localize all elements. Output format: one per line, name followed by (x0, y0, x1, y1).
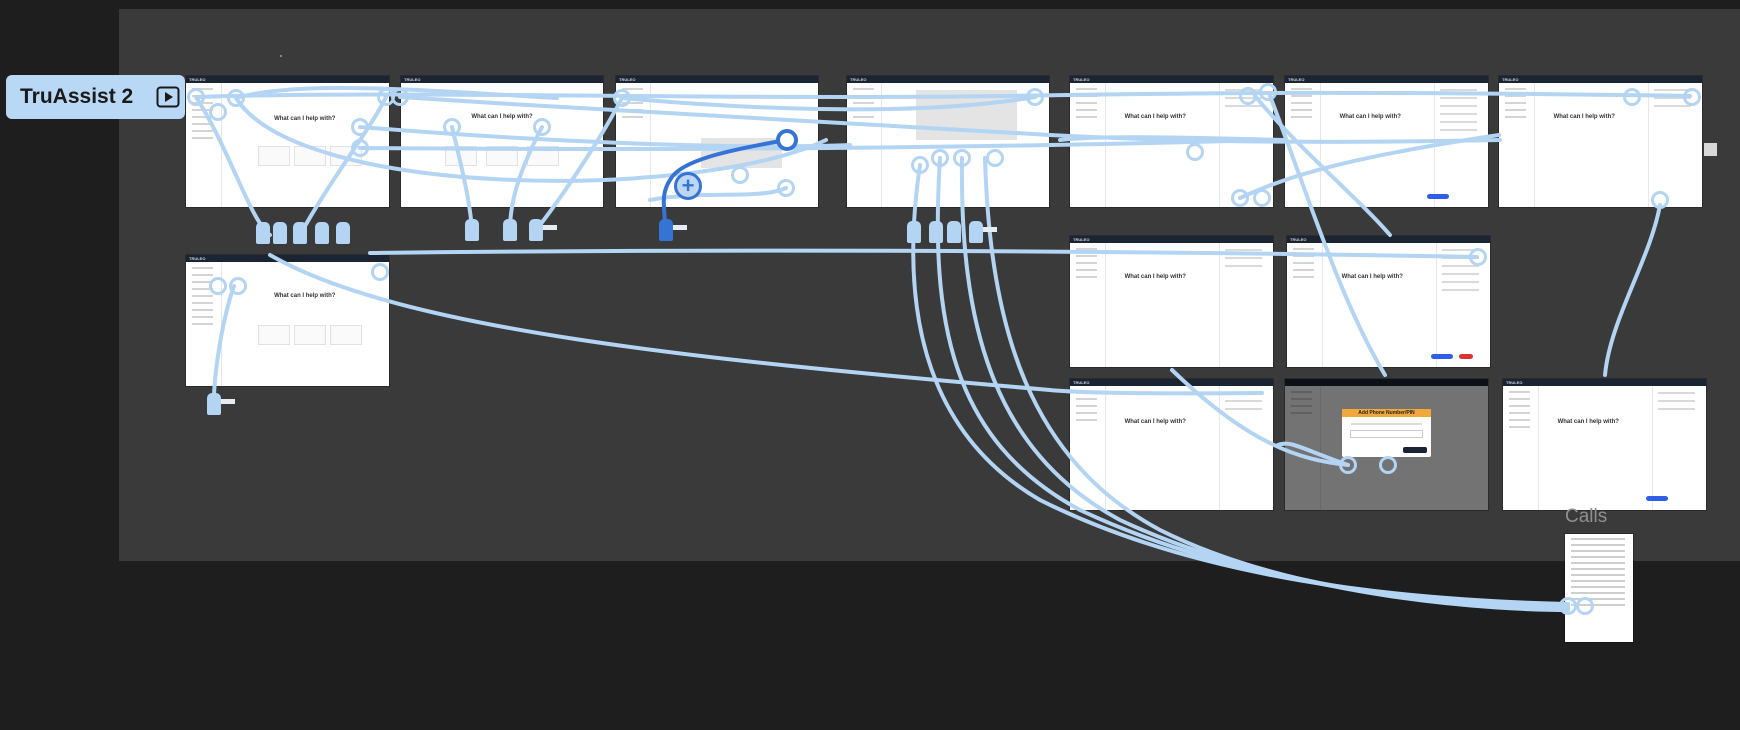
frame-phone-modal[interactable]: Add Phone Number/PIN (1285, 379, 1488, 510)
cursor-dot (280, 55, 282, 57)
frame-heading: What can I help with? (1124, 419, 1186, 425)
connector-node[interactable] (731, 166, 749, 184)
connector-node[interactable] (227, 89, 245, 107)
connector-node[interactable] (1559, 597, 1577, 615)
frame-chat-response[interactable]: TRULEO (847, 76, 1049, 207)
flow-start-pin[interactable] (273, 222, 287, 244)
canvas-marker (1704, 143, 1717, 156)
connector-node[interactable] (1339, 456, 1357, 474)
connector-node[interactable] (953, 149, 971, 167)
connector-node[interactable] (986, 149, 1004, 167)
frame-panel-6[interactable]: TRULEO What can I help with? (1070, 379, 1273, 510)
connector-node[interactable] (1253, 189, 1271, 207)
frame-logo: TRULEO (1290, 237, 1307, 242)
frame-heading: What can I help with? (1557, 419, 1619, 425)
frame-logo: TRULEO (850, 77, 867, 82)
play-icon[interactable] (156, 86, 180, 108)
connector-node[interactable] (1186, 143, 1204, 161)
connector-node[interactable] (351, 139, 369, 157)
connector-node[interactable] (613, 89, 631, 107)
flow-start-pin[interactable] (969, 221, 997, 243)
connector-node[interactable] (1683, 88, 1701, 106)
connector-node[interactable] (391, 88, 409, 106)
connector-node[interactable] (229, 277, 247, 295)
frame-panel-4[interactable]: TRULEO What can I help with? (1070, 236, 1273, 367)
flow-start-tag[interactable]: TruAssist 2 (6, 75, 185, 119)
connector-node[interactable] (911, 156, 929, 174)
connector-node[interactable] (1469, 248, 1487, 266)
connector-node[interactable] (351, 118, 369, 136)
flow-start-pin[interactable] (207, 393, 235, 415)
connector-node[interactable] (533, 118, 551, 136)
flow-title: TruAssist 2 (20, 85, 134, 108)
frame-logo: TRULEO (404, 77, 421, 82)
connector-node[interactable] (1231, 189, 1249, 207)
connector-node[interactable] (1239, 87, 1257, 105)
connector-node[interactable] (1623, 88, 1641, 106)
frame-logo: TRULEO (1506, 380, 1523, 385)
flow-start-pin[interactable] (315, 222, 329, 244)
frame-calls[interactable] (1565, 534, 1633, 642)
frame-logo: TRULEO (1502, 77, 1519, 82)
connector-node[interactable] (1576, 597, 1594, 615)
flow-start-pin[interactable] (929, 221, 943, 243)
connector-node[interactable] (1379, 456, 1397, 474)
frame-panel-7[interactable]: TRULEO What can I help with? (1503, 379, 1706, 510)
frame-home-2[interactable]: TRULEO What can I help with? (401, 76, 603, 207)
add-connection-icon[interactable]: + (674, 172, 702, 200)
frame-heading: What can I help with? (1339, 114, 1401, 120)
frame-logo: TRULEO (1073, 77, 1090, 82)
connector-node[interactable] (209, 277, 227, 295)
flow-start-pin[interactable] (293, 222, 307, 244)
connector-node[interactable] (371, 263, 389, 281)
frame-panel-5[interactable]: TRULEO What can I help with? (1287, 236, 1490, 367)
connector-node[interactable] (1026, 88, 1044, 106)
flow-start-pin[interactable] (947, 221, 961, 243)
frame-sidebar-open[interactable]: TRULEO What can I help with? (186, 255, 389, 386)
frame-heading: What can I help with? (1553, 114, 1615, 120)
flow-start-pin[interactable] (465, 219, 479, 241)
connector-node[interactable] (1259, 83, 1277, 101)
connector-node[interactable] (443, 118, 461, 136)
frame-logo: TRULEO (1073, 237, 1090, 242)
flow-start-pin[interactable] (503, 219, 517, 241)
frame-logo: TRULEO (1288, 77, 1305, 82)
modal-submit-button[interactable] (1403, 447, 1428, 453)
connector-node[interactable] (209, 103, 227, 121)
frame-panel-2[interactable]: TRULEO What can I help with? (1285, 76, 1488, 207)
connector-node[interactable] (1651, 191, 1669, 209)
frame-logo: TRULEO (189, 77, 206, 82)
frame-logo: TRULEO (619, 77, 636, 82)
frame-logo: TRULEO (189, 256, 206, 261)
flow-start-pin[interactable] (336, 222, 350, 244)
phone-number-modal[interactable]: Add Phone Number/PIN (1341, 409, 1432, 457)
frame-heading: What can I help with? (471, 114, 533, 120)
frame-heading: What can I help with? (1341, 274, 1403, 280)
selected-connector-handle[interactable] (776, 129, 798, 151)
frame-heading: What can I help with? (274, 293, 336, 299)
connector-node[interactable] (777, 179, 795, 197)
flow-start-pin[interactable] (907, 221, 921, 243)
frame-logo: TRULEO (1073, 380, 1090, 385)
connector-node[interactable] (931, 149, 949, 167)
frame-heading: What can I help with? (1124, 114, 1186, 120)
modal-title: Add Phone Number/PIN (1341, 409, 1432, 417)
flow-start-pin-selected[interactable] (659, 219, 687, 241)
frame-panel-3[interactable]: TRULEO What can I help with? (1499, 76, 1702, 207)
section-label-calls: Calls (1565, 506, 1608, 527)
connector-node[interactable] (187, 88, 205, 106)
flow-start-pin[interactable] (529, 219, 557, 241)
flow-start-pin[interactable] (256, 222, 270, 244)
frame-heading: What can I help with? (1124, 274, 1186, 280)
